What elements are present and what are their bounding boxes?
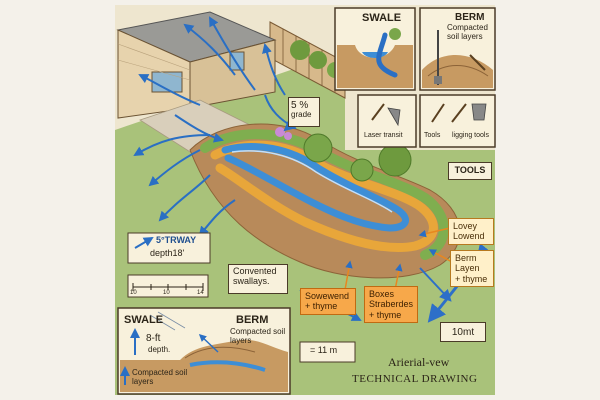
section-depth-line1: 8-ft (146, 333, 161, 344)
tools-caption: Tools (424, 132, 441, 139)
section-berm-caption: Compacted soil layers (230, 327, 286, 345)
sowewend-line1: Sowewend (305, 291, 350, 301)
grade-unit: grade (291, 110, 312, 119)
section-swale-title: SWALE (124, 314, 164, 326)
sowewend-line2: + thyme (305, 301, 338, 312)
berm-inset-caption: Compacted soil layers (447, 23, 488, 41)
water-swale (221, 143, 409, 232)
measure-box-frame (299, 341, 356, 363)
grade-value: 5 % (291, 100, 309, 111)
swale-inset (334, 7, 416, 91)
strawberries-line3: + thyme (369, 309, 402, 320)
sowewend-tag: Sowewend + thyme (300, 288, 356, 315)
scale-bar (127, 274, 209, 298)
drawing-title-line1: Arierial-vew (388, 355, 450, 369)
converted-line2: swallays. (233, 275, 270, 286)
tools-inset (357, 94, 496, 148)
scale-tick-3: 14 (197, 290, 204, 296)
lavender-tag-line2: Lowend (453, 231, 485, 242)
berm-inset-title: BERM (455, 12, 485, 23)
distance-label: 10mt (451, 326, 475, 338)
shrubs (275, 127, 412, 182)
berm-layer-line3: + thyme (455, 273, 488, 284)
lavender-tag: Lovey Lowend (448, 218, 494, 245)
scale-tick-2: 10 (163, 290, 170, 296)
converted-line1: Convented (233, 266, 277, 276)
berm-layer-line2: Layen (455, 263, 480, 274)
slope-arrow-icon (134, 236, 154, 249)
slope-label-frame (127, 232, 211, 264)
slope-label-line1: 5°TRWAY (156, 235, 197, 245)
water-flow-arrows (133, 16, 306, 237)
house (116, 11, 277, 119)
scale-tick-1: 10 (130, 290, 137, 296)
laser-transit-caption: Laser transit (364, 132, 403, 139)
berm-inset (419, 7, 496, 91)
digging-tools-caption: ligging tools (452, 132, 489, 139)
grade-note: 5 % grade (288, 97, 320, 127)
lavender-tag-line1: Lovey (453, 221, 478, 231)
section-bottom-caption: Compacted soil layers (132, 368, 188, 386)
swale-inset-title: SWALE (362, 12, 402, 24)
cross-section-diagram (117, 307, 291, 395)
tools-label-box: TOOLS (448, 162, 492, 180)
strawberries-line2: Straberdes (369, 299, 414, 310)
berm-layer-tag: Berm Layen + thyme (450, 250, 494, 288)
slope-label-line2: depth18' (150, 248, 185, 258)
section-berm-title: BERM (236, 314, 269, 326)
berm-layer-line1: Berm (455, 253, 477, 263)
drawing-title-line2: TECHNICAL DRAWING (352, 373, 478, 385)
converted-swale-label: Convented swallays. (228, 264, 288, 294)
distance-label-box: 10mt (440, 322, 486, 342)
measure-box-text: = 11 m (310, 345, 338, 355)
water-highlight (231, 150, 393, 213)
section-depth-line2: depth. (148, 345, 171, 354)
tools-label: TOOLS (454, 165, 486, 176)
strawberries-tag: Boxes Straberdes + thyme (364, 286, 418, 324)
strawberries-line1: Boxes (369, 289, 395, 299)
